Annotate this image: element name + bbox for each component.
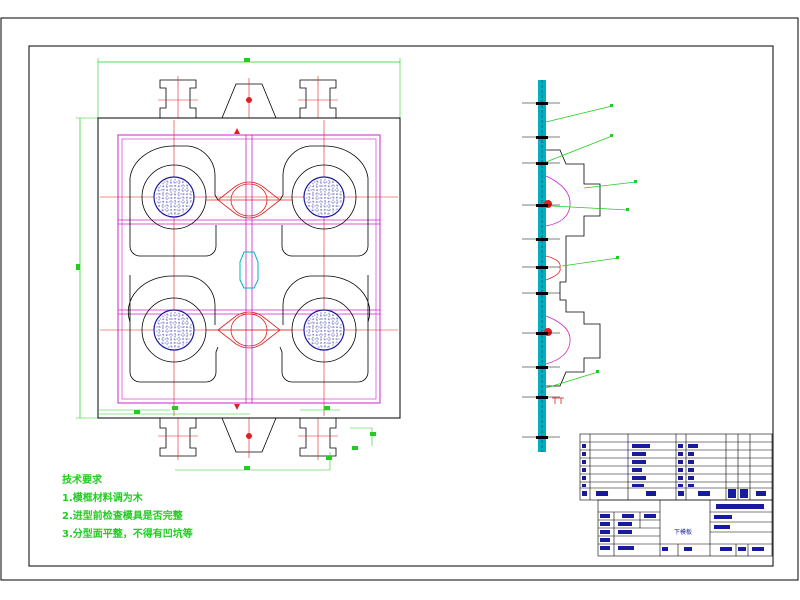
notes-title: 技术要求 [62, 475, 102, 486]
part-name-label: 下模板 [674, 528, 692, 536]
sheet-inner-border [28, 45, 774, 567]
cutting-arrow-icon [552, 397, 564, 404]
note-item: 3.分型面平整，不得有凹坑等 [62, 529, 193, 540]
runner-diamonds [205, 181, 293, 349]
title-block [597, 499, 773, 557]
note-item: 1.模框材料调为木 [62, 493, 143, 504]
section-view [522, 80, 637, 452]
sheet-outer-border [0, 17, 799, 581]
cavity-bottom-right [279, 275, 371, 383]
mold-plate-outline [97, 117, 401, 419]
cavity-bottom-left [127, 275, 219, 383]
sprue-core [239, 251, 259, 289]
technical-requirements: 技术要求 1.模框材料调为木 2.进型前检查模具是否完整 3.分型面平整，不得有… [62, 472, 193, 544]
cavity-top-left [129, 145, 219, 232]
note-item: 2.进型前检查模具是否完整 [62, 511, 183, 522]
plan-view [76, 58, 401, 471]
cavity-top-right [279, 145, 369, 232]
parts-list [579, 433, 773, 501]
cross-grid-icon [141, 164, 357, 363]
